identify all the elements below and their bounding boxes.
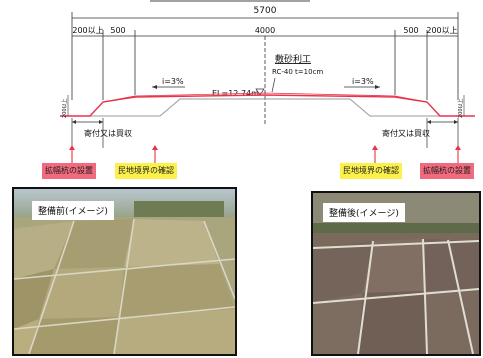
boundary-check-tag-left: 民地境界の確認 (115, 163, 177, 179)
existing-ground-line (60, 98, 475, 117)
slope-left: i=3% (162, 77, 184, 86)
donation-right-label: 寄付又は買収 (382, 128, 430, 138)
pavement-spec: RC-40 t=10cm (272, 68, 323, 76)
donation-right-arrow-a (427, 120, 431, 124)
pavement-leader (271, 77, 276, 93)
arrow-widening-right-head (455, 145, 461, 150)
dim-total: 5700 (254, 6, 277, 16)
elevation-mark (255, 88, 265, 96)
tag-pointer-arrows (69, 145, 461, 163)
road-surface-top-line (102, 92, 428, 103)
dim-left-shoulder: 500 (110, 26, 125, 35)
height-mark-left: 200以上 (61, 98, 68, 118)
slope-right: i=3% (352, 77, 374, 86)
road-surface-line (60, 94, 475, 117)
donation-left-arrow-b (99, 120, 103, 124)
donation-left-arrow-a (72, 120, 76, 124)
after-label: 整備後(イメージ) (323, 203, 405, 222)
arrow-widening-left-head (69, 145, 75, 150)
dim-center: 4000 (255, 26, 275, 35)
photo-before: 整備前(イメージ) (12, 187, 237, 356)
widening-stake-tag-left: 拡幅杭の設置 (42, 163, 96, 179)
slope-right-arrowhead (375, 85, 380, 89)
donation-left-label: 寄付又は買収 (84, 128, 132, 138)
dim-right-shoulder: 500 (403, 26, 418, 35)
road-cross-section: 5700 200以上 500 4000 500 200以上 敷砂利工 RC-40… (60, 0, 475, 163)
dim-left-margin: 200以上 (72, 26, 103, 35)
widening-stake-tag-right: 拡幅杭の設置 (420, 163, 474, 179)
arrow-boundary-right-head (372, 145, 378, 150)
before-label: 整備前(イメージ) (32, 201, 114, 220)
dim-right-margin: 200以上 (426, 26, 457, 35)
pavement-title: 敷砂利工 (275, 53, 311, 65)
photo-after: 整備後(イメージ) (311, 191, 481, 356)
before-aerial-image (14, 189, 235, 354)
arrow-boundary-left-head (152, 145, 158, 150)
donation-right-arrow-b (454, 120, 458, 124)
height-mark-right: 200以上 (457, 98, 464, 118)
slope-left-arrowhead (152, 85, 157, 89)
boundary-check-tag-right: 民地境界の確認 (340, 163, 402, 179)
